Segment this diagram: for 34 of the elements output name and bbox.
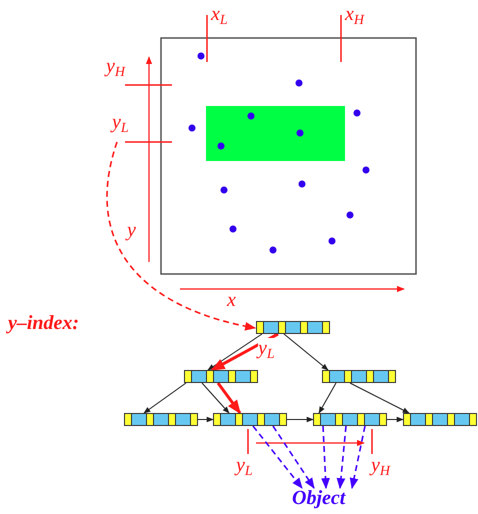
bound-label: x$_{H}$ bbox=[345, 4, 364, 28]
bound-label: y$_{H}$ bbox=[106, 56, 126, 80]
arrow bbox=[350, 426, 366, 490]
index-title: y–index: bbox=[8, 313, 80, 333]
arrow bbox=[350, 382, 410, 414]
axis-label: y bbox=[127, 220, 136, 240]
arrow bbox=[106, 142, 256, 330]
arrow bbox=[252, 426, 303, 489]
index-node-bar bbox=[124, 413, 198, 426]
index-node-bar bbox=[184, 370, 258, 383]
arrow bbox=[336, 426, 347, 490]
bound-label: x$_{L}$ bbox=[211, 4, 228, 28]
arrow bbox=[143, 382, 186, 414]
arrow bbox=[210, 332, 279, 372]
arrow bbox=[286, 416, 314, 422]
arrow bbox=[272, 426, 315, 489]
arrow bbox=[284, 334, 329, 370]
arrow bbox=[202, 382, 230, 414]
bound-label: y$_{L}$ bbox=[236, 455, 253, 480]
arrow bbox=[318, 382, 336, 414]
arrow bbox=[216, 382, 242, 414]
index-node-bar bbox=[256, 321, 330, 334]
bound-label: y$_{H}$ bbox=[371, 455, 390, 480]
arrow bbox=[207, 334, 262, 370]
arrow bbox=[198, 416, 214, 422]
index-node-bar bbox=[403, 413, 477, 426]
index-node-bar bbox=[313, 413, 387, 426]
axis-label: x bbox=[227, 290, 236, 310]
index-node-bar bbox=[213, 413, 287, 426]
index-node-bar bbox=[322, 370, 396, 383]
bound-label: y$_{L}$ bbox=[112, 112, 129, 136]
arrow bbox=[321, 426, 330, 490]
arrow bbox=[386, 416, 404, 422]
object-label: Object bbox=[292, 488, 346, 508]
